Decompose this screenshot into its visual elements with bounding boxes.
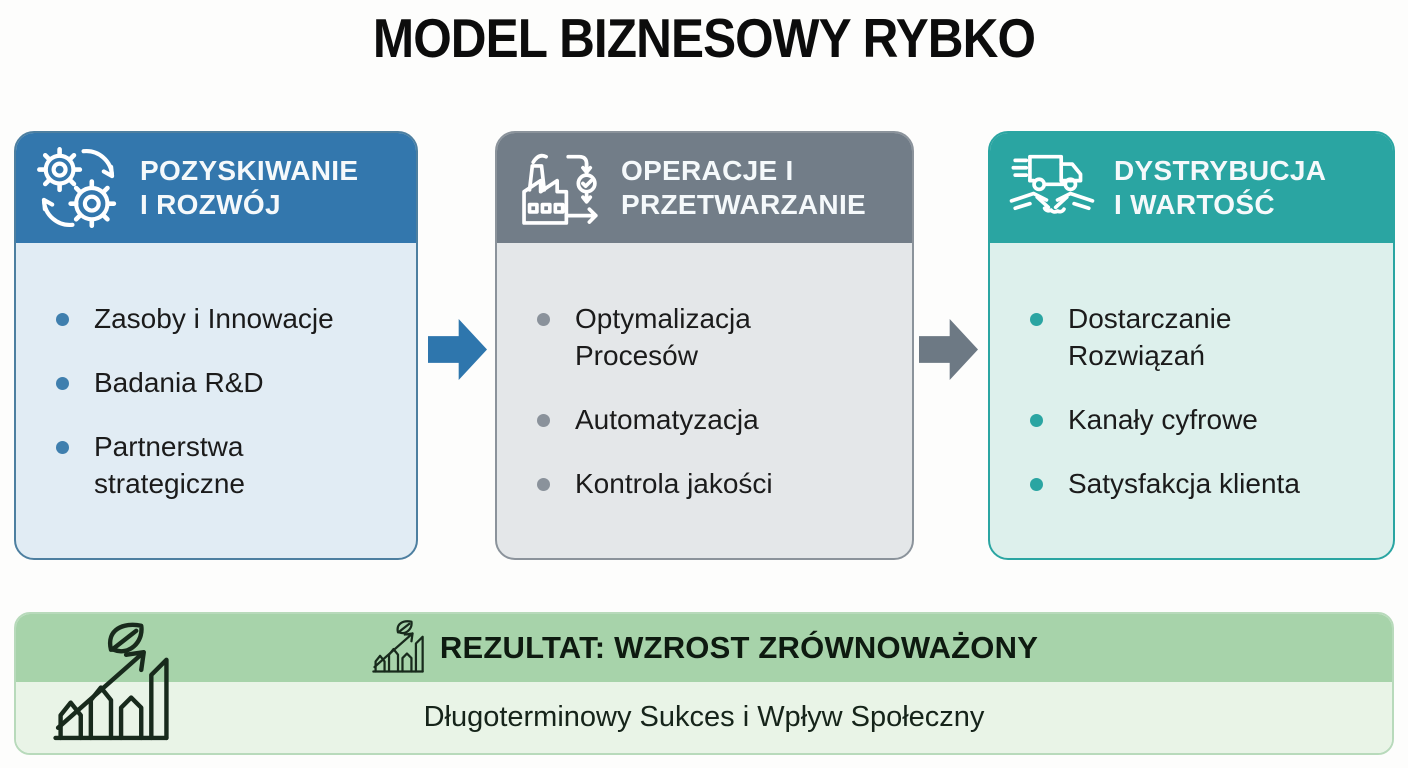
bullet-item: Partnerstwa strategiczne (50, 429, 376, 503)
bullet-item: Optymalizacja Procesów (531, 301, 872, 375)
bullet-item: Automatyzacja (531, 402, 872, 439)
column-header-label: DYSTRYBUCJA I WARTOŚĆ (1114, 154, 1327, 220)
bullet-list-acquisition: Zasoby i Innowacje Badania R&D Partnerst… (16, 243, 416, 503)
column-header-label: POZYSKIWANIE I ROZWÓJ (140, 154, 359, 220)
bullet-item: Kanały cyfrowe (1024, 402, 1353, 439)
column-card-acquisition: POZYSKIWANIE I ROZWÓJ Zasoby i Innowacje… (14, 131, 418, 560)
bullet-item: Zasoby i Innowacje (50, 301, 376, 338)
growth-leaf-icon (48, 622, 174, 748)
bullet-item: Satysfakcja klienta (1024, 466, 1353, 503)
truck-handshake-icon (1006, 142, 1098, 234)
growth-leaf-icon (370, 620, 426, 676)
gears-sync-icon (32, 142, 124, 234)
bullet-item: Badania R&D (50, 365, 376, 402)
column-header-label: OPERACJE I PRZETWARZANIE (621, 154, 867, 220)
column-header-acquisition: POZYSKIWANIE I ROZWÓJ (16, 133, 416, 243)
page-title: MODEL BIZNESOWY RYBKO (372, 7, 1036, 69)
bullet-list-operations: Optymalizacja Procesów Automatyzacja Kon… (497, 243, 912, 503)
bullet-list-distribution: Dostarczanie Rozwiązań Kanały cyfrowe Sa… (990, 243, 1393, 503)
bullet-item: Dostarczanie Rozwiązań (1024, 301, 1353, 375)
result-banner: REZULTAT: WZROST ZRÓWNOWAŻONY Długotermi… (14, 612, 1394, 755)
result-banner-subtitle: Długoterminowy Sukces i Wpływ Społeczny (16, 682, 1392, 753)
result-banner-title: REZULTAT: WZROST ZRÓWNOWAŻONY (439, 630, 1039, 665)
column-header-operations: OPERACJE I PRZETWARZANIE (497, 133, 912, 243)
result-banner-title-row: REZULTAT: WZROST ZRÓWNOWAŻONY (16, 614, 1392, 682)
flow-arrow-right-icon (428, 319, 487, 380)
factory-process-icon (513, 142, 605, 234)
bullet-item: Kontrola jakości (531, 466, 872, 503)
column-card-distribution: DYSTRYBUCJA I WARTOŚĆ Dostarczanie Rozwi… (988, 131, 1395, 560)
column-card-operations: OPERACJE I PRZETWARZANIE Optymalizacja P… (495, 131, 914, 560)
flow-arrow-right-icon (919, 319, 978, 380)
column-header-distribution: DYSTRYBUCJA I WARTOŚĆ (990, 133, 1393, 243)
